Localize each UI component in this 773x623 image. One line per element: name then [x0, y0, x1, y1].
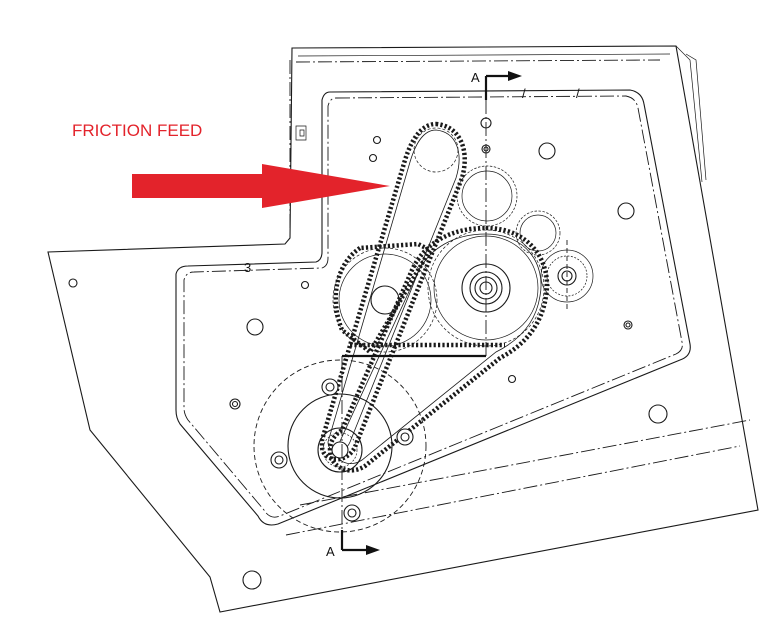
friction-feed-label: FRICTION FEED: [72, 121, 202, 140]
guard-outline: / / 3: [175, 86, 691, 526]
section-label-top: A: [471, 70, 480, 85]
upper-sprocket: [413, 117, 492, 173]
svg-text:/: /: [522, 86, 526, 101]
large-left-gear: [332, 247, 438, 353]
idler-gear-upper: [456, 165, 561, 256]
svg-text:3: 3: [244, 260, 251, 275]
right-small-gear: [540, 240, 594, 312]
section-label-bottom: A: [326, 544, 335, 559]
lower-drive-assembly: [253, 359, 427, 533]
svg-text:/: /: [576, 86, 580, 101]
bottom-guide-lines: [285, 419, 751, 536]
section-line-aa: [340, 71, 522, 555]
right-arrow-icon: [132, 164, 390, 208]
mounting-holes: [68, 135, 668, 590]
